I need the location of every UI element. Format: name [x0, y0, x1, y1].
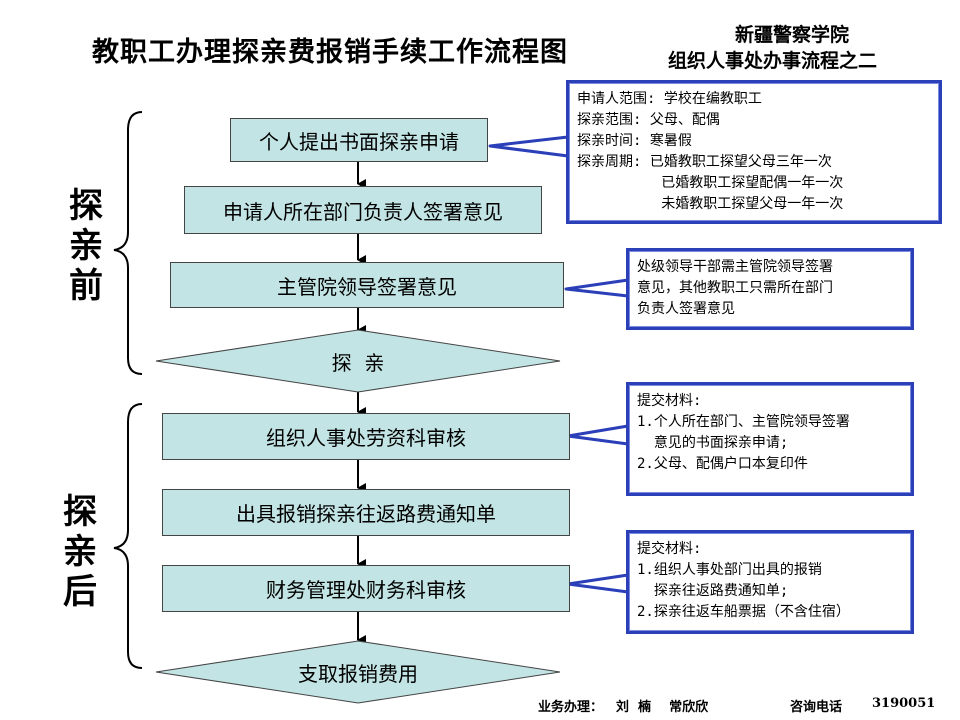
page-title: 教职工办理探亲费报销手续工作流程图 — [92, 37, 568, 68]
phase-label-before: 探 亲 前 — [69, 186, 103, 306]
callout-pointer — [566, 414, 630, 456]
flow-step-diamond-label: 支取报销费用 — [298, 661, 418, 686]
footer-phone-label: 咨询电话 — [790, 700, 843, 715]
flow-step: 主管院领导签署意见 — [170, 262, 564, 308]
flow-step: 财务管理处财务科审核 — [162, 565, 570, 612]
footer-handler-names: 刘 楠 常欣欣 — [616, 700, 709, 715]
phase-label-after: 探 亲 后 — [63, 492, 97, 612]
brace-after — [113, 403, 143, 669]
note-box: 申请人范围: 学校在编教职工 探亲范围: 父母、配偶 探亲时间: 寒暑假 探亲周… — [566, 80, 942, 224]
flow-step: 申请人所在部门负责人签署意见 — [184, 186, 542, 234]
org-name: 新疆警察学院 — [735, 24, 850, 46]
footer-handler-label: 业务办理： — [538, 700, 604, 715]
org-subtitle: 组织人事处办事流程之二 — [668, 50, 878, 72]
callout-pointer — [566, 564, 630, 604]
note-box: 提交材料: 1.组织人事处部门出具的报销 探亲往返路费通知单; 2.探亲往返车船… — [626, 530, 914, 634]
flow-step: 出具报销探亲往返路费通知单 — [162, 489, 570, 536]
decision-diamond — [155, 640, 561, 704]
note-box: 处级领导干部需主管院领导签署 意见，其他教职工只需所在部门 负责人签署意见 — [626, 248, 914, 330]
brace-before — [113, 111, 143, 375]
callout-pointer — [488, 124, 570, 168]
flow-step: 个人提出书面探亲申请 — [230, 118, 488, 162]
decision-diamond — [155, 329, 561, 393]
footer-phone: 3190051 — [872, 696, 936, 711]
flow-step: 组织人事处劳资科审核 — [162, 413, 570, 460]
flow-step-diamond-label: 探 亲 — [331, 350, 385, 375]
callout-pointer — [564, 266, 630, 308]
note-box: 提交材料: 1.个人所在部门、主管院领导签署 意见的书面探亲申请; 2.父母、配… — [626, 382, 914, 496]
